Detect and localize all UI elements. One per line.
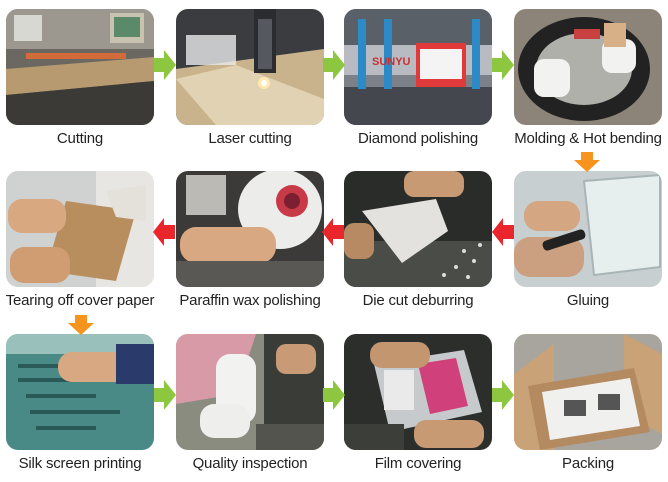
deburring-photo [344, 171, 492, 287]
arrow-right-icon [492, 50, 514, 80]
step-quality-inspection: Quality inspection [176, 334, 324, 472]
wax-polishing-photo [176, 171, 324, 287]
step-die-cut-deburring: Die cut deburring [344, 171, 492, 309]
step-molding-hot-bending: Molding & Hot bending [514, 9, 662, 147]
step-film-covering: Film covering [344, 334, 492, 472]
hot-bending-photo [514, 9, 662, 125]
arrow-right-icon [323, 50, 345, 80]
step-label: Cutting [56, 130, 104, 147]
step-packing: Packing [514, 334, 662, 472]
gluing-photo [514, 171, 662, 287]
step-gluing: Gluing [514, 171, 662, 309]
laser-cutter-photo [176, 9, 324, 125]
step-label: Quality inspection [192, 455, 308, 472]
packing-photo [514, 334, 662, 450]
step-label: Paraffin wax polishing [179, 292, 321, 309]
arrow-down-icon [574, 152, 600, 172]
step-label: Tearing off cover paper [5, 292, 155, 309]
step-label: Packing [562, 455, 614, 472]
silk-screen-photo [6, 334, 154, 450]
step-label: Molding & Hot bending [514, 130, 662, 147]
arrow-left-icon [322, 218, 344, 246]
step-silk-screen-printing: Silk screen printing [6, 334, 154, 472]
arrow-down-icon [68, 315, 94, 335]
step-label: Silk screen printing [18, 455, 142, 472]
step-laser-cutting: Laser cutting [176, 9, 324, 147]
cutting-machine-photo [6, 9, 154, 125]
step-cutting: Cutting [6, 9, 154, 147]
film-covering-photo [344, 334, 492, 450]
step-label: Film covering [374, 455, 462, 472]
step-tearing-off-cover-paper: Tearing off cover paper [6, 171, 154, 309]
step-label: Die cut deburring [362, 292, 474, 309]
step-label: Laser cutting [208, 130, 292, 147]
step-label: Gluing [566, 292, 610, 309]
arrow-right-icon [323, 380, 345, 410]
machine-sign: SUNYU [372, 56, 411, 68]
arrow-right-icon [154, 50, 176, 80]
step-label: Diamond polishing [357, 130, 478, 147]
tearing-paper-photo [6, 171, 154, 287]
arrow-right-icon [492, 380, 514, 410]
arrow-left-icon [492, 218, 514, 246]
arrow-left-icon [153, 218, 175, 246]
step-diamond-polishing: SUNYU Diamond polishing [344, 9, 492, 147]
inspection-photo [176, 334, 324, 450]
arrow-right-icon [154, 380, 176, 410]
polishing-machine-photo: SUNYU [344, 9, 492, 125]
step-paraffin-wax-polishing: Paraffin wax polishing [176, 171, 324, 309]
